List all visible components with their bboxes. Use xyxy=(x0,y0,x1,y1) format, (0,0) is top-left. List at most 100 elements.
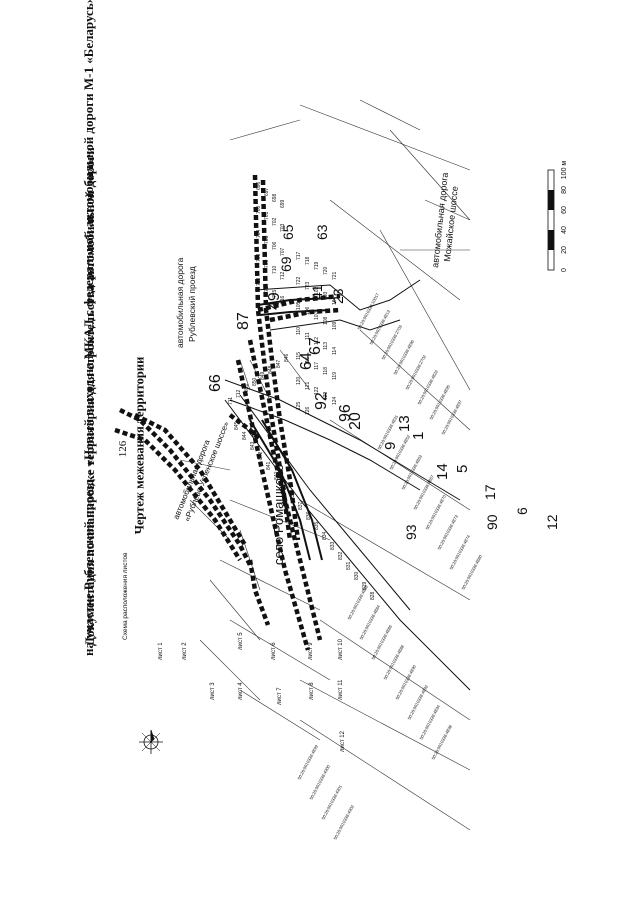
sheet-label-7: лист 7 xyxy=(277,687,283,705)
cadastral-number: 50:20:0010336:4900 xyxy=(308,764,331,801)
small-parcel-number: 121 xyxy=(305,381,311,390)
small-parcel-number: 837 xyxy=(298,501,304,510)
road-outlines xyxy=(224,279,471,691)
small-parcel-number: 832 xyxy=(338,551,344,560)
small-parcel-number: 718 xyxy=(305,256,311,265)
small-parcel-number: 848 xyxy=(268,365,274,374)
small-parcel-number: 709 xyxy=(264,259,270,268)
small-parcel-number: 835 xyxy=(314,521,320,530)
small-parcel-number: 109 xyxy=(332,321,338,330)
small-parcel-number: 849 xyxy=(260,371,266,380)
parcel-number: 5 xyxy=(454,465,471,473)
small-parcel-numbers: 7117128518508498488478468458448438428418… xyxy=(228,181,376,600)
sheet-label-6: лист 6 xyxy=(271,642,277,660)
cadastral-number: 50:20:0010336:10017 xyxy=(356,292,380,331)
small-parcel-number: 830 xyxy=(354,571,360,580)
parcel-number: 96 xyxy=(337,404,354,422)
small-parcel-number: 850 xyxy=(252,377,258,386)
small-parcel-number: 117 xyxy=(314,362,320,370)
small-parcel-number: 114 xyxy=(332,347,338,355)
small-parcel-number: 843 xyxy=(250,441,256,450)
small-parcel-number: 112 xyxy=(314,337,320,345)
small-parcel-number: 842 xyxy=(258,451,264,460)
small-parcel-number: 700 xyxy=(256,205,262,214)
cadastral-number: 50:20:0010336:2703 xyxy=(380,324,403,361)
scale-bar-frame xyxy=(547,169,555,271)
small-parcel-number: 122 xyxy=(314,386,320,395)
small-parcel-number: 702 xyxy=(272,217,278,226)
small-parcel-number: 706 xyxy=(272,241,278,250)
cadastral-number: 50:20:0010336:4892 xyxy=(406,684,429,721)
small-parcel-number: 120 xyxy=(296,376,302,385)
small-parcel-number: 118 xyxy=(323,367,329,375)
scale-tick-label: 60 xyxy=(561,206,568,214)
small-parcel-number: 107 xyxy=(314,311,320,320)
small-parcel-number: 828 xyxy=(370,591,376,600)
small-parcel-number: 698 xyxy=(272,193,278,202)
cadastral-number: 50:20:0010336:4895 xyxy=(428,384,451,421)
cadastral-number: 50:20:0010336:4902 xyxy=(332,804,355,841)
small-parcel-number: 712 xyxy=(280,271,286,280)
sheet-label-10: лист 10 xyxy=(338,638,344,660)
small-parcel-number: 124 xyxy=(332,396,338,405)
parcel-number: 6 xyxy=(514,507,530,515)
sheet-label-8: лист 8 xyxy=(309,682,315,700)
cadastral-number: 50:20:0010336:4867 xyxy=(412,474,435,511)
parcel-number: 23 xyxy=(330,288,346,304)
small-parcel-number: 831 xyxy=(346,561,352,570)
small-parcel-number: 710 xyxy=(272,265,278,274)
parcel-number: 14 xyxy=(434,463,451,480)
sheet-label-9: лист 9 xyxy=(308,642,314,660)
small-parcel-number: 103 xyxy=(323,291,329,300)
small-parcel-number: 714 xyxy=(264,283,270,292)
small-parcel-number: 105 xyxy=(296,301,302,310)
parcel-number: 66 xyxy=(207,374,224,392)
north-arrow-icon xyxy=(139,729,163,754)
scale-tick-label: 0 xyxy=(561,268,568,272)
small-parcel-number: 722 xyxy=(296,276,302,285)
scale-bar-segment xyxy=(548,190,554,210)
road-centrelines xyxy=(249,297,331,561)
parcel-number: 64 xyxy=(298,352,315,370)
parcel-number: 9 xyxy=(382,442,399,450)
cadastral-number: 50:20:0010336:4894 xyxy=(418,704,441,741)
small-parcel-number: 841 xyxy=(266,461,272,470)
small-parcel-number: 712 xyxy=(236,389,242,398)
small-parcel-number: 696 xyxy=(256,181,262,190)
background-lines xyxy=(179,99,471,831)
sheet-label-12: лист 12 xyxy=(340,730,346,752)
small-parcel-number: 126 xyxy=(305,406,311,415)
small-parcel-number: 123 xyxy=(323,391,329,400)
small-parcel-number: 829 xyxy=(362,581,368,590)
scale-tick-label: 100 м xyxy=(561,161,568,180)
small-parcel-number: 113 xyxy=(323,342,329,350)
cadastral-number: 50:20:0010336:4888 xyxy=(382,644,405,681)
parcel-number: 65 xyxy=(280,224,296,240)
cadastral-number: 50:20:0010336:4890 xyxy=(394,664,417,701)
small-parcel-number: 701 xyxy=(264,211,270,220)
sheet-label-5: лист 5 xyxy=(238,632,244,650)
small-parcel-number: 717 xyxy=(296,251,302,260)
parcel-number: 12 xyxy=(544,514,560,530)
scale-bar-segment xyxy=(548,230,554,250)
small-parcel-number: 838 xyxy=(290,491,296,500)
small-parcel-number: 713 xyxy=(256,277,262,286)
small-parcel-number: 125 xyxy=(296,401,302,410)
small-parcel-number: 847 xyxy=(276,359,282,368)
sheet-scheme: Схема расположения листов лист 1 лист 2 … xyxy=(122,552,346,754)
small-parcel-number: 834 xyxy=(322,531,328,540)
parcel-number: 93 xyxy=(403,524,419,540)
small-parcel-number: 703 xyxy=(280,223,286,232)
parcel-number: 17 xyxy=(482,484,498,500)
cadastral-number: 50:20:0010336:4880 xyxy=(460,554,483,591)
small-parcel-number: 704 xyxy=(256,229,262,238)
small-parcel-number: 851 xyxy=(244,383,250,392)
road-rublevsky-label-1: автомобильная дорога xyxy=(175,257,185,348)
cadastral-number: 50:20:0010336:2702 xyxy=(404,354,427,391)
small-parcel-number: 699 xyxy=(280,199,286,208)
cadastral-number: 50:20:0010336:4882 xyxy=(346,584,369,621)
small-parcel-number: 720 xyxy=(323,266,329,275)
small-parcel-number: 711 xyxy=(228,397,234,405)
sheet-label-4: лист 4 xyxy=(238,682,244,700)
small-parcel-number: 116 xyxy=(305,357,311,365)
